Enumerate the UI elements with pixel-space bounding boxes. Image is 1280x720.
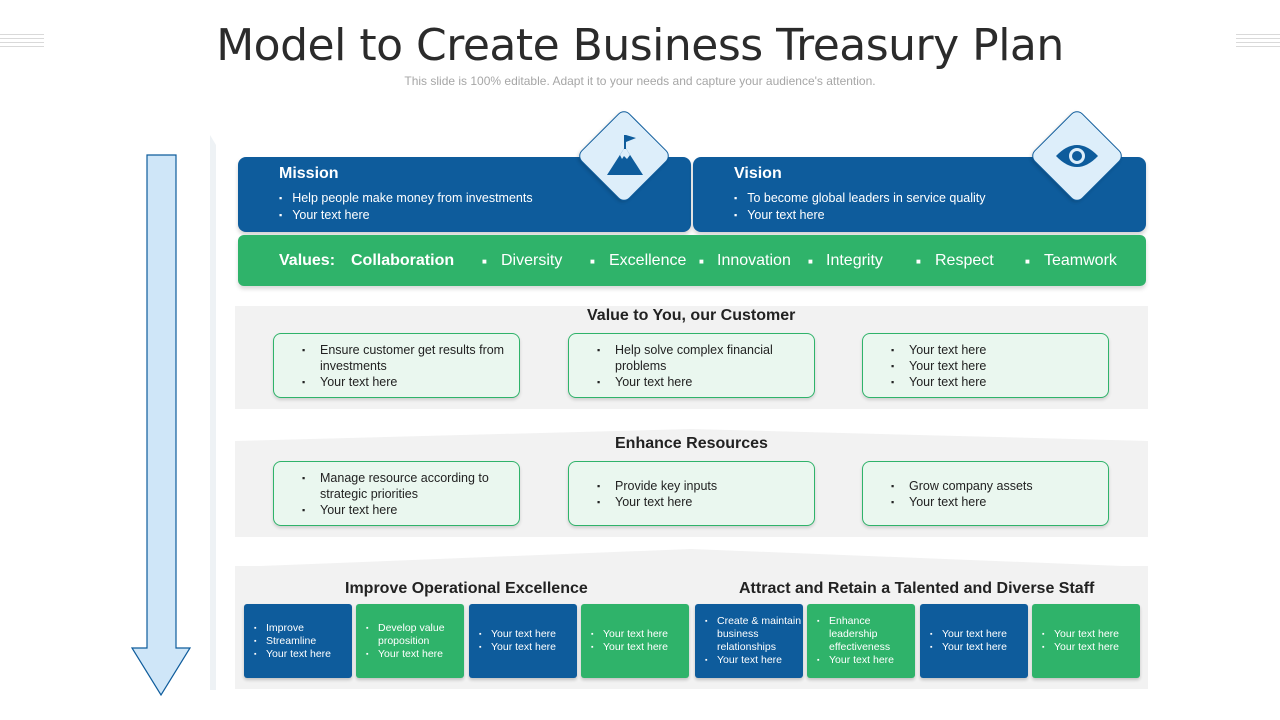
card-item: Your text here (302, 374, 519, 390)
bullet-icon: ■ (699, 257, 704, 266)
vision-title: Vision (734, 165, 782, 182)
tile-item: Create & maintain business relationships (705, 615, 803, 654)
tile-item: Your text here (366, 648, 464, 661)
staff-tile: Your text here Your text here (920, 604, 1028, 678)
page-subtitle: This slide is 100% editable. Adapt it to… (404, 74, 876, 88)
decorative-lines-left (0, 34, 44, 54)
customer-panel-title: Value to You, our Customer (587, 307, 796, 324)
bullet-icon: ■ (590, 257, 595, 266)
resources-card: Provide key inputs Your text here (568, 461, 815, 526)
customer-card: Help solve complex financial problems Yo… (568, 333, 815, 398)
vision-item: Your text here (734, 207, 986, 224)
card-item: Provide key inputs (597, 478, 717, 494)
mission-list: Help people make money from investments … (279, 190, 533, 224)
eye-icon (1056, 145, 1098, 167)
staff-tile: Create & maintain business relationships… (695, 604, 803, 678)
operational-tile: Develop value proposition Your text here (356, 604, 464, 678)
value-item: Collaboration (351, 252, 455, 269)
value-item: Respect (935, 252, 994, 269)
card-item: Grow company assets (891, 478, 1033, 494)
resources-card: Manage resource according to strategic p… (273, 461, 520, 526)
decorative-lines-right (1236, 34, 1280, 54)
card-item: Your text here (597, 374, 814, 390)
operational-excellence-title: Improve Operational Excellence (345, 580, 588, 597)
bullet-icon: ■ (482, 257, 487, 266)
resources-card: Grow company assets Your text here (862, 461, 1109, 526)
mission-item: Your text here (279, 207, 533, 224)
value-item: Diversity (501, 252, 563, 269)
value-item: Integrity (826, 252, 883, 269)
bullet-icon: ■ (808, 257, 813, 266)
staff-tile: Your text here Your text here (1032, 604, 1140, 678)
mission-item: Help people make money from investments (279, 190, 532, 207)
tile-item: Your text here (591, 641, 668, 654)
tile-item: Enhance leadership effectiveness (817, 615, 915, 654)
operational-tile: Your text here Your text here (469, 604, 577, 678)
tile-item: Your text here (479, 641, 556, 654)
tile-item: Your text here (817, 654, 915, 667)
bullet-icon: ■ (1025, 257, 1030, 266)
vision-list: To become global leaders in service qual… (734, 190, 986, 224)
tile-item: Your text here (1042, 628, 1119, 641)
staff-tile: Enhance leadership effectiveness Your te… (807, 604, 915, 678)
operational-tile: Improve Streamline Your text here (244, 604, 352, 678)
panel-connector (235, 549, 1148, 567)
tile-item: Streamline (254, 635, 331, 648)
tile-item: Your text here (479, 628, 556, 641)
card-item: Manage resource according to strategic p… (302, 470, 519, 502)
card-item: Ensure customer get results from investm… (302, 342, 519, 374)
resources-panel-title: Enhance Resources (615, 435, 768, 452)
card-item: Your text here (302, 502, 519, 518)
bullet-icon: ■ (916, 257, 921, 266)
operational-tile: Your text here Your text here (581, 604, 689, 678)
values-bar: Values: Collaboration ■ Diversity ■ Exce… (238, 235, 1146, 286)
talented-staff-title: Attract and Retain a Talented and Divers… (739, 580, 1095, 597)
value-item: Innovation (717, 252, 791, 269)
card-item: Your text here (597, 494, 717, 510)
card-item: Your text here (891, 358, 986, 374)
down-arrow-icon (130, 135, 216, 697)
mountain-flag-icon (607, 135, 643, 175)
card-item: Help solve complex financial problems (597, 342, 814, 374)
customer-card: Ensure customer get results from investm… (273, 333, 520, 398)
tile-item: Improve (254, 622, 331, 635)
tile-item: Your text here (591, 628, 668, 641)
customer-card: Your text here Your text here Your text … (862, 333, 1109, 398)
values-label: Values: (279, 252, 336, 269)
vision-item: To become global leaders in service qual… (734, 190, 985, 207)
card-item: Your text here (891, 342, 986, 358)
value-item: Teamwork (1044, 252, 1117, 269)
tile-item: Your text here (705, 654, 803, 667)
tile-item: Develop value proposition (366, 622, 464, 648)
mission-title: Mission (279, 165, 339, 182)
value-item: Excellence (609, 252, 687, 269)
panel-connector (235, 429, 1148, 441)
tile-item: Your text here (930, 628, 1007, 641)
card-item: Your text here (891, 374, 986, 390)
tile-item: Your text here (254, 648, 331, 661)
tile-item: Your text here (1042, 641, 1119, 654)
page-title: Model to Create Business Treasury Plan (216, 20, 1064, 71)
tile-item: Your text here (930, 641, 1007, 654)
card-item: Your text here (891, 494, 1033, 510)
